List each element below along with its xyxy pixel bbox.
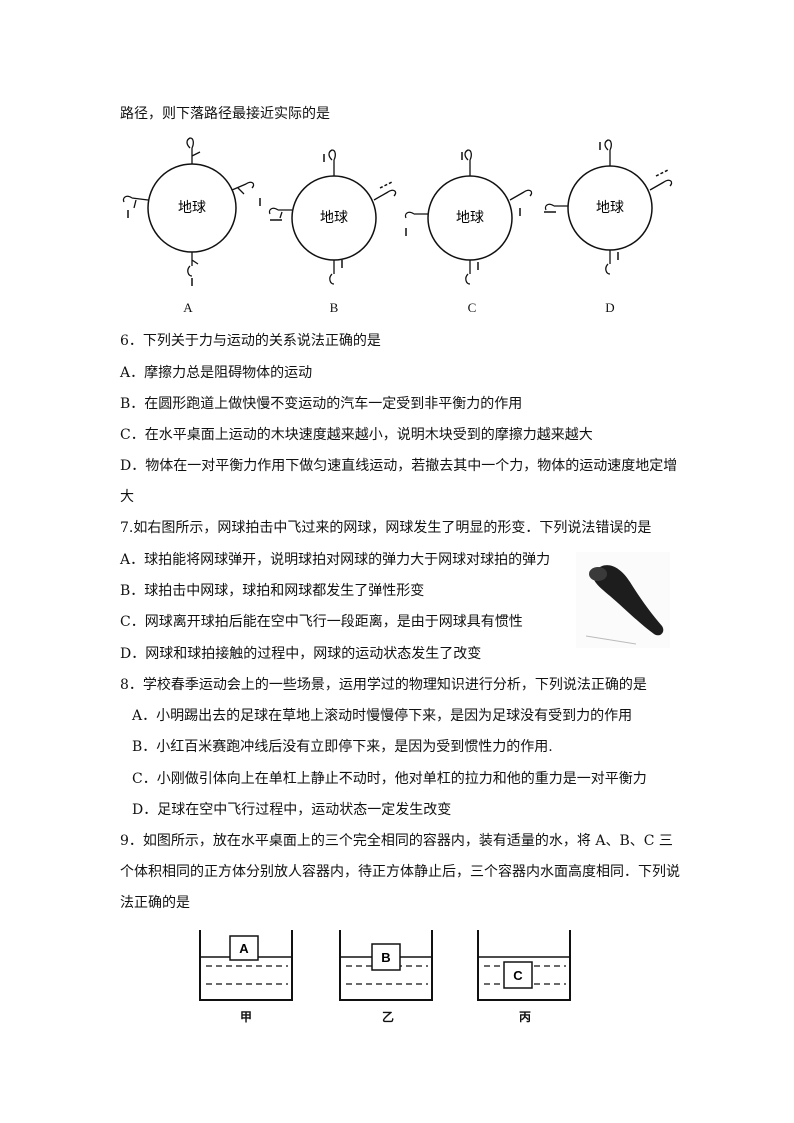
- tennis-racket-image: [576, 552, 670, 648]
- cube-c: [503, 961, 533, 989]
- container-label-jia: 甲: [239, 1010, 252, 1024]
- q7-option-a: A．球拍能将网球弹开，说明球拍对网球的弹力大于网球对球拍的弹力: [120, 552, 551, 568]
- figure-label-d: D: [605, 300, 615, 315]
- earth-label: 地球: [178, 200, 206, 216]
- q8-option-b: B．小红百米赛跑冲线后没有立即停下来，是因为受到惯性力的作用.: [132, 739, 553, 755]
- person-bottom-icon: [187, 252, 199, 277]
- q7-option-d: D．网球和球拍接触的过程中，网球的运动状态发生了改变: [120, 646, 482, 662]
- q9-stem-line-3: 法正确的是: [120, 895, 190, 911]
- person-bottom-icon: [605, 250, 611, 275]
- drop-path-icon: [379, 181, 393, 189]
- figure-label-a: A: [183, 300, 193, 315]
- q9-stem-line-1: 9．如图所示，放在水平桌面上的三个完全相同的容器内，装有适量的水，将 A、B、C…: [120, 833, 673, 849]
- racket-head-icon: [593, 565, 664, 636]
- person-bottom-icon: [329, 260, 335, 285]
- q6-option-d-cont: 大: [120, 489, 134, 505]
- cube-b: [371, 943, 401, 971]
- person-top-icon: [186, 137, 201, 164]
- figure-label-c: C: [467, 300, 477, 315]
- intro-line: 路径，则下落路径最接近实际的是: [120, 106, 330, 122]
- earth-label: 地球: [456, 210, 484, 226]
- q8-option-a: A．小明踢出去的足球在草地上滚动时慢慢停下来，是因为足球没有受到力的作用: [132, 708, 633, 724]
- q6-option-a: A．摩擦力总是阻碍物体的运动: [120, 365, 313, 381]
- container-jia: A: [199, 930, 293, 1001]
- person-right-icon: [373, 189, 397, 201]
- earth-figure-c: 地球: [404, 149, 533, 285]
- q7-option-b: B．球拍击中网球，球拍和网球都发生了弹性形变: [120, 583, 425, 599]
- container-label-yi: 乙: [381, 1010, 394, 1024]
- person-top-icon: [604, 139, 612, 166]
- cube-a-label: A: [239, 941, 249, 956]
- drop-path-icon: [655, 169, 669, 177]
- q8-stem: 8．学校春季运动会上的一些场景，运用学过的物理知识进行分析，下列说法正确的是: [120, 677, 647, 693]
- person-left-icon: [544, 203, 568, 211]
- earth-figure-a: 地球: [122, 137, 261, 286]
- shadow-line: [585, 635, 637, 645]
- containers-figure: A B C: [199, 930, 571, 1001]
- earth-label: 地球: [320, 210, 348, 226]
- cube-b-label: B: [381, 950, 390, 965]
- earth-label: 地球: [596, 200, 624, 216]
- q9-stem-line-2: 个体积相同的正方体分别放人容器内，待正方体静止后，三个容器内水面高度相同．下列说: [120, 864, 680, 880]
- person-left-icon: [268, 207, 292, 219]
- q6-stem: 6．下列关于力与运动的关系说法正确的是: [120, 333, 381, 349]
- q6-option-b: B．在圆形跑道上做快慢不变运动的汽车一定受到非平衡力的作用: [120, 396, 523, 412]
- q7-option-c: C．网球离开球拍后能在空中飞行一段距离，是由于网球具有惯性: [120, 614, 523, 630]
- q6-option-c: C．在水平桌面上运动的木块速度越来越小，说明木块受到的摩擦力越来越大: [120, 427, 593, 443]
- person-left-icon: [122, 195, 149, 209]
- container-yi: B: [339, 930, 433, 1001]
- person-right-icon: [231, 181, 255, 195]
- person-left-icon: [404, 211, 428, 219]
- earth-figure-d: 地球: [544, 139, 673, 275]
- q7-stem: 7.如右图所示，网球拍击中飞过来的网球，网球发生了明显的形变．下列说法错误的是: [120, 520, 652, 536]
- figure-label-b: B: [329, 300, 339, 315]
- earth-figures: 地球 地球 地球 地球: [122, 137, 673, 286]
- person-bottom-icon: [465, 260, 471, 285]
- person-right-icon: [649, 179, 673, 191]
- cube-c-label: C: [513, 968, 523, 983]
- q8-option-d: D．足球在空中飞行过程中，运动状态一定发生改变: [132, 802, 452, 818]
- person-top-icon: [464, 149, 472, 176]
- earth-figure-b: 地球: [268, 149, 397, 285]
- cube-a: [229, 935, 259, 961]
- container-bing: C: [477, 930, 571, 1001]
- tennis-ball-icon: [589, 567, 607, 581]
- person-right-icon: [509, 189, 533, 201]
- q6-option-d: D．物体在一对平衡力作用下做匀速直线运动，若撤去其中一个力，物体的运动速度地定增: [120, 458, 678, 474]
- container-label-bing: 丙: [518, 1010, 531, 1024]
- person-top-icon: [328, 149, 336, 176]
- q8-option-c: C．小刚做引体向上在单杠上静止不动时，他对单杠的拉力和他的重力是一对平衡力: [132, 771, 647, 787]
